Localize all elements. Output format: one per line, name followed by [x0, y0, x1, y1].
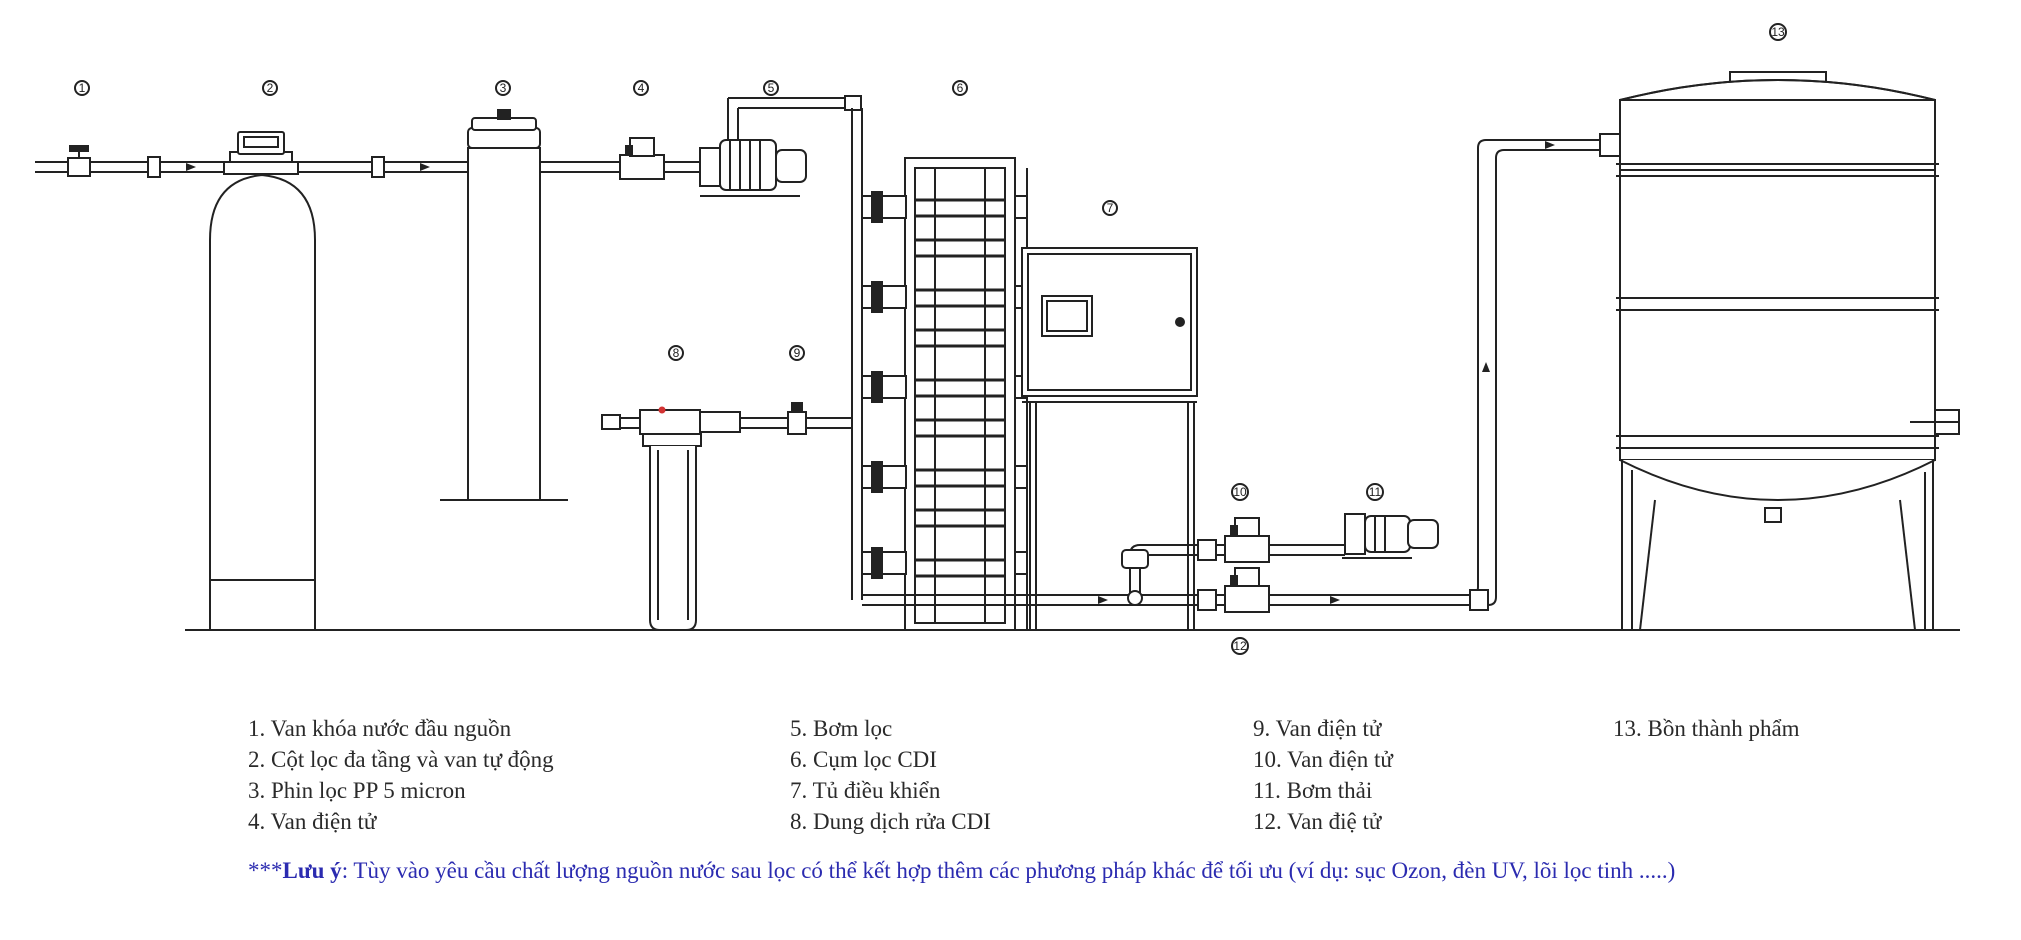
legend-item: 13. Bồn thành phẩm [1613, 716, 1800, 741]
coupling [147, 156, 161, 178]
flow-arrow [420, 163, 430, 171]
legend-item: 5. Bơm lọc [790, 716, 893, 741]
note-prefix: *** [248, 858, 283, 883]
legend-item: 11. Bơm thải [1253, 778, 1373, 803]
cdi-filter-stack [861, 157, 1028, 631]
note-label: Lưu ý [282, 858, 342, 883]
svg-text:4: 4 [638, 81, 645, 95]
legend-item: 4. Van điện tử [248, 809, 377, 834]
solenoid-valve-12 [1224, 567, 1270, 613]
legend-column-3: 9. Van điện tử 10. Van điện tử 11. Bơm t… [1253, 713, 1393, 837]
marker-13: 13 [1769, 23, 1787, 41]
svg-text:11: 11 [1369, 485, 1382, 499]
marker-4: 4 [633, 80, 649, 96]
note-text: ***Lưu ý: Tùy vào yêu cầu chất lượng ngu… [248, 855, 1888, 886]
legend-column-1: 1. Van khóa nước đầu nguồn 2. Cột lọc đa… [248, 713, 554, 837]
marker-2: 2 [262, 80, 278, 96]
inlet-valve [67, 145, 91, 177]
svg-text:3: 3 [500, 81, 507, 95]
marker-10: 10 [1231, 483, 1249, 501]
flow-arrow [186, 163, 196, 171]
legend-item: 2. Cột lọc đa tầng và van tự động [248, 747, 554, 772]
marker-7: 7 [1102, 200, 1118, 216]
cdi-inlet-manifold [851, 108, 863, 600]
marker-6: 6 [952, 80, 968, 96]
solenoid-valve-4 [619, 137, 665, 180]
legend-item: 12. Van điệ tử [1253, 809, 1382, 834]
marker-5: 5 [763, 80, 779, 96]
pp-cartridge-filter [440, 109, 568, 501]
svg-text:7: 7 [1107, 201, 1114, 215]
svg-text:12: 12 [1233, 639, 1247, 653]
marker-8: 8 [668, 345, 684, 361]
legend-item: 3. Phin lọc PP 5 micron [248, 778, 466, 803]
svg-text:2: 2 [267, 81, 274, 95]
multimedia-filter-column [209, 131, 316, 631]
marker-11: 11 [1366, 483, 1384, 501]
note-body: : Tùy vào yêu cầu chất lượng nguồn nước … [341, 858, 1676, 883]
marker-3: 3 [495, 80, 511, 96]
marker-9: 9 [789, 345, 805, 361]
svg-text:5: 5 [768, 81, 775, 95]
svg-text:1: 1 [79, 81, 86, 95]
marker-1: 1 [74, 80, 90, 96]
legend-column-4: 13. Bồn thành phẩm [1613, 713, 1800, 744]
bottom-pipes [862, 139, 1600, 611]
marker-12: 12 [1231, 637, 1249, 655]
solenoid-valve-10 [1224, 517, 1345, 563]
legend-item: 9. Van điện tử [1253, 716, 1382, 741]
drain-pump [1342, 513, 1439, 559]
legend-column-2: 5. Bơm lọc 6. Cụm lọc CDI 7. Tủ điều khi… [790, 713, 991, 837]
svg-text:8: 8 [673, 346, 680, 360]
legend-item: 6. Cụm lọc CDI [790, 747, 937, 772]
filter-pump [699, 95, 862, 197]
svg-text:6: 6 [957, 81, 964, 95]
svg-text:13: 13 [1771, 25, 1785, 39]
product-tank [1599, 71, 1960, 631]
svg-text:9: 9 [794, 346, 801, 360]
control-cabinet [1021, 247, 1198, 630]
svg-text:10: 10 [1233, 485, 1247, 499]
legend-item: 1. Van khóa nước đầu nguồn [248, 716, 512, 741]
legend-item: 8. Dung dịch rửa CDI [790, 809, 991, 834]
coupling [371, 156, 385, 178]
legend-item: 10. Van điện tử [1253, 747, 1393, 772]
cdi-cleaning-housing [601, 402, 852, 631]
legend-item: 7. Tủ điều khiển [790, 778, 941, 803]
